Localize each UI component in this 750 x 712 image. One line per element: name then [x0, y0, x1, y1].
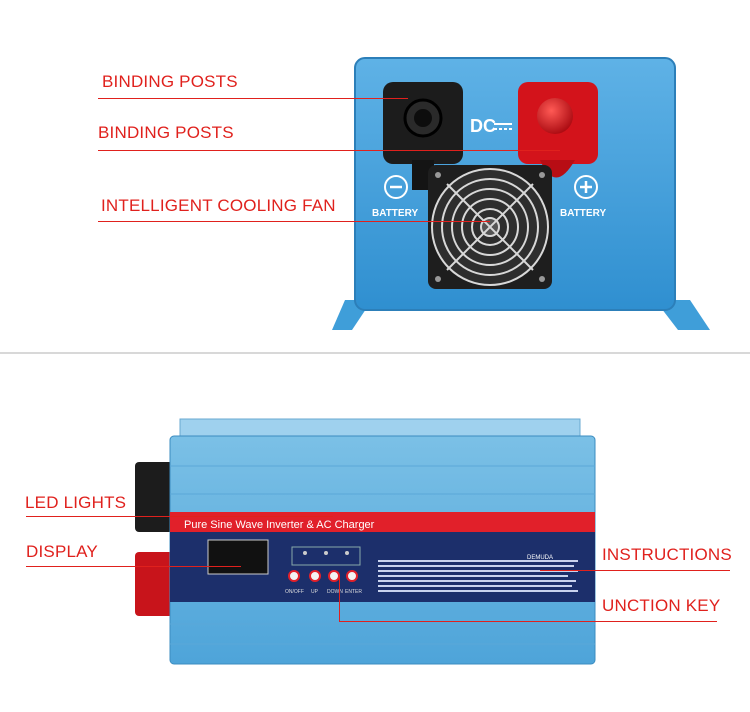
battery-left-label: BATTERY: [372, 208, 418, 219]
button-label-down: DOWN: [327, 589, 343, 595]
plus-icon: [574, 175, 598, 199]
callout-led-lights: LED LIGHTS: [25, 493, 127, 512]
leader-line: [339, 621, 717, 622]
minus-icon: [384, 175, 408, 199]
battery-right-label: BATTERY: [560, 208, 606, 219]
leader-line: [98, 150, 560, 151]
callout-instructions: INSTRUCTIONS: [602, 545, 732, 564]
callout-display: DISPLAY: [26, 542, 98, 561]
leader-line: [98, 221, 490, 222]
callout-binding-posts-1: BINDING POSTS: [102, 72, 238, 91]
led-box: [291, 546, 361, 566]
leader-line: [98, 98, 408, 99]
brand-logo: [525, 538, 569, 554]
leader-line: [126, 516, 333, 517]
lcd-display: [207, 539, 269, 575]
instructions-text-block: [378, 560, 578, 592]
leader-line: [26, 566, 241, 567]
bottom-product-photo: Pure Sine Wave Inverter & AC Charger ON/…: [0, 354, 750, 712]
leader-line: [26, 516, 126, 517]
callout-binding-posts-2: BINDING POSTS: [98, 123, 234, 142]
dc-label: DC: [470, 116, 496, 136]
callout-function-key: UNCTION KEY: [602, 596, 721, 615]
leader-line: [339, 576, 340, 621]
black-terminal: [135, 462, 173, 532]
brand-text: DEMUDA: [527, 555, 553, 561]
red-terminal: [135, 552, 173, 616]
inverter-rear-view: DC BATTERY BATTERY: [332, 57, 710, 330]
callout-cooling-fan: INTELLIGENT COOLING FAN: [101, 196, 336, 215]
banner-bar: [170, 512, 595, 534]
section-divider: [0, 352, 750, 354]
button-label-onoff: ON/OFF: [285, 589, 304, 595]
inverter-front-view: Pure Sine Wave Inverter & AC Charger ON/…: [135, 418, 596, 665]
button-label-up: UP: [311, 589, 319, 595]
banner-text: Pure Sine Wave Inverter & AC Charger: [184, 519, 375, 531]
leader-line: [540, 570, 730, 571]
top-product-photo: DC BATTERY BATTERY BINDING POSTS: [0, 0, 750, 352]
button-label-enter: ENTER: [345, 589, 362, 595]
cooling-fan-icon: [428, 165, 552, 289]
